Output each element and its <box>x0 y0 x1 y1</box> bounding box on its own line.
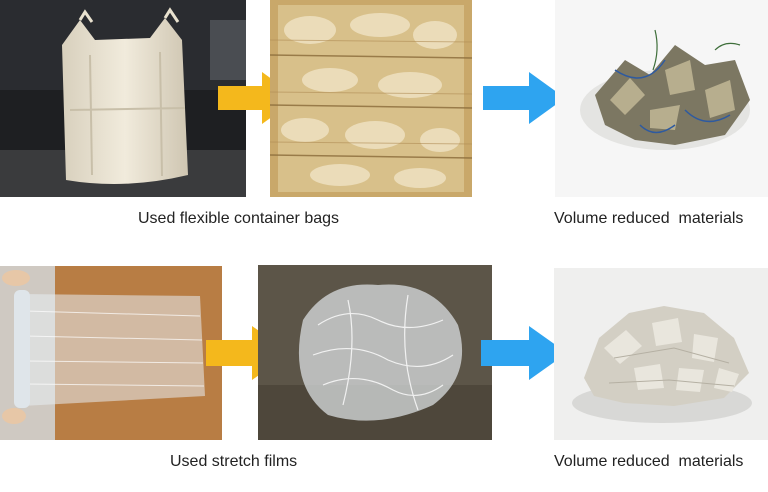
caption-volume-reduced-materials-1: Volume reduced materials <box>554 210 744 227</box>
blue-arrow-icon-2 <box>481 326 567 380</box>
caption-volume-reduced-materials-2: Volume reduced materials <box>554 453 744 470</box>
flexible-container-bag-photo <box>0 0 246 197</box>
blue-arrow-shape-2 <box>481 326 567 380</box>
baled-bags-photo <box>270 0 472 197</box>
shredded-bag-material-photo <box>555 0 768 197</box>
caption-used-stretch-films: Used stretch films <box>170 453 298 470</box>
caption-flexible-container-bags: Used flexible container bags <box>138 210 340 227</box>
blue-arrow-shape <box>483 72 565 124</box>
blue-arrow-icon <box>483 72 565 124</box>
reduced-film-material-photo <box>554 268 768 440</box>
stretch-film-roll-photo <box>0 266 222 440</box>
crumpled-stretch-films-photo <box>258 265 492 440</box>
